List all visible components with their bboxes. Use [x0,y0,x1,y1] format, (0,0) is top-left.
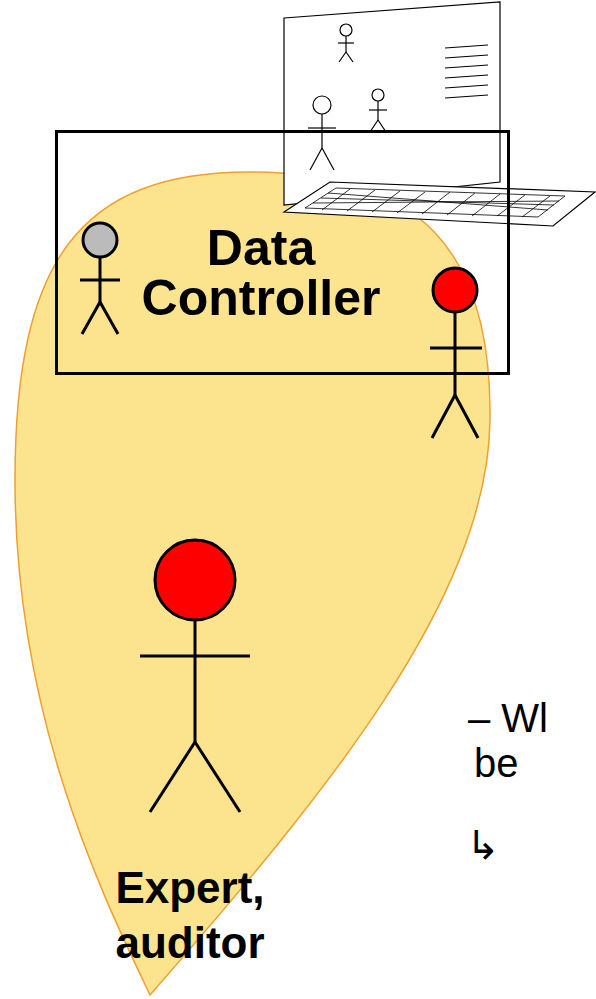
cut-text: be [474,740,519,786]
expert-person [140,540,250,812]
laptop-base [284,182,595,226]
person-head [83,223,117,257]
controller-box: Data Controller [55,130,510,375]
box-title: Data Controller [111,223,411,323]
role-label: Expert, auditor [95,860,285,970]
arrow-symbol: ↳ [466,822,500,868]
cut-text: – Wl [468,695,548,741]
laptop-screen [284,2,500,205]
red-person [430,268,482,438]
trust-region [15,172,490,995]
keyboard-grid [305,188,565,217]
screen-text-lines [445,45,488,98]
grey-person [80,223,120,334]
laptop-icon [284,2,595,226]
screen-figures [308,24,387,170]
person-head [155,540,235,620]
person-head [433,268,477,312]
